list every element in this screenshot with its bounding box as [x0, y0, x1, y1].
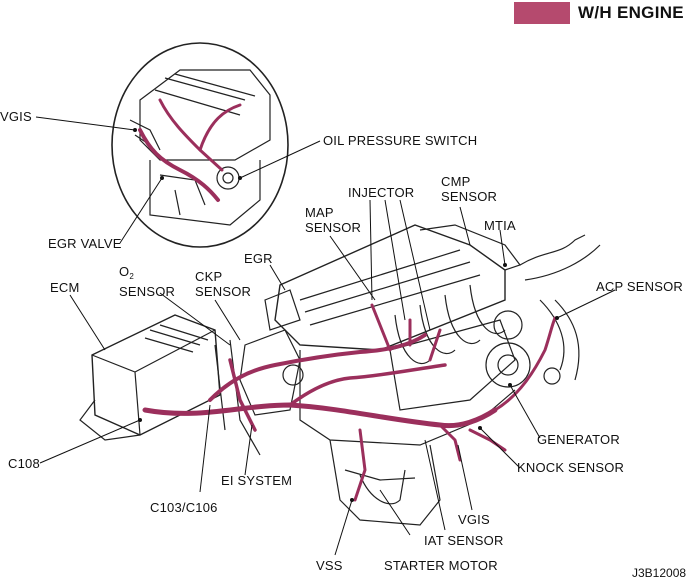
oil-pan	[329, 439, 441, 526]
inset-engine-top	[139, 69, 271, 161]
leader-o2-sensor	[159, 292, 231, 346]
egr-valve-body	[282, 364, 304, 386]
leader-injector-2	[384, 199, 406, 321]
detail-inset-outline	[111, 42, 289, 248]
leader-oil-pressure-switch	[239, 140, 321, 179]
intake-hose	[519, 234, 601, 281]
label-ei-system: EI SYSTEM	[221, 473, 293, 488]
leader-map-sensor	[329, 235, 376, 301]
label-map-sensor: MAP SENSOR	[305, 205, 362, 235]
ecm-fins	[144, 324, 209, 353]
starter-motor-body	[359, 469, 406, 505]
leader-vss	[334, 499, 353, 556]
label-mtia: MTIA	[484, 218, 516, 233]
leader-egr-valve	[119, 177, 163, 244]
label-egr-valve: EGR VALVE	[48, 236, 122, 251]
figure-code: J3B12008	[632, 566, 687, 580]
leader-starter-motor	[379, 489, 411, 536]
label-generator: GENERATOR	[537, 432, 620, 447]
label-egr: EGR	[244, 251, 273, 266]
page-title: W/H ENGINE	[578, 3, 684, 22]
leader-vgis-bottom	[457, 444, 473, 511]
leader-egr	[269, 264, 286, 291]
label-acp-sensor: ACP SENSOR	[596, 279, 684, 294]
leader-acp-sensor	[556, 289, 616, 319]
leader-injector-1	[369, 199, 373, 301]
leader-iat-sensor	[424, 439, 446, 531]
acp-sensor-body	[543, 367, 561, 385]
section-header: W/H ENGINE	[514, 0, 700, 26]
valve-cover	[274, 224, 506, 351]
label-starter-motor: STARTER MOTOR	[384, 558, 498, 573]
label-ecm: ECM	[50, 280, 80, 295]
leader-cmp-sensor	[459, 206, 471, 246]
inset-lower-block	[149, 160, 261, 226]
leader-generator	[509, 384, 541, 439]
label-injector: INJECTOR	[348, 185, 415, 200]
inset-cover-ribs	[154, 73, 256, 116]
generator-pulley	[485, 342, 531, 388]
label-c108: C108	[8, 456, 40, 471]
exhaust-manifold	[239, 329, 301, 416]
label-ckp-sensor: CKP SENSOR	[195, 269, 252, 299]
intake-manifold	[394, 284, 506, 365]
ecm-box	[91, 314, 221, 436]
label-c103-c106: C103/C106	[150, 500, 218, 515]
label-vgis-top: VGIS	[0, 109, 32, 124]
leader-c108	[39, 419, 141, 464]
connector-dots	[133, 128, 559, 502]
valve-cover-ribs	[299, 249, 481, 326]
leader-ei-system	[244, 424, 253, 476]
leader-ecm	[69, 294, 106, 351]
leader-mtia	[499, 229, 506, 266]
wiring-harness	[138, 98, 557, 502]
label-vgis-bottom: VGIS	[458, 512, 490, 527]
leader-knock-sensor	[479, 427, 521, 469]
leader-lines	[35, 116, 616, 556]
leader-c103-c106	[199, 404, 211, 493]
label-oil-pressure-switch: OIL PRESSURE SWITCH	[323, 133, 478, 148]
label-knock-sensor: KNOCK SENSOR	[517, 460, 625, 475]
engine-line-art	[79, 42, 601, 526]
leader-vgis-top	[35, 116, 136, 131]
leader-injector-3	[399, 199, 431, 331]
label-vss: VSS	[316, 558, 343, 573]
label-iat-sensor: IAT SENSOR	[424, 533, 504, 548]
label-cmp-sensor: CMP SENSOR	[441, 174, 498, 204]
header-accent-swatch	[514, 2, 570, 24]
leader-ckp-sensor	[214, 299, 241, 341]
